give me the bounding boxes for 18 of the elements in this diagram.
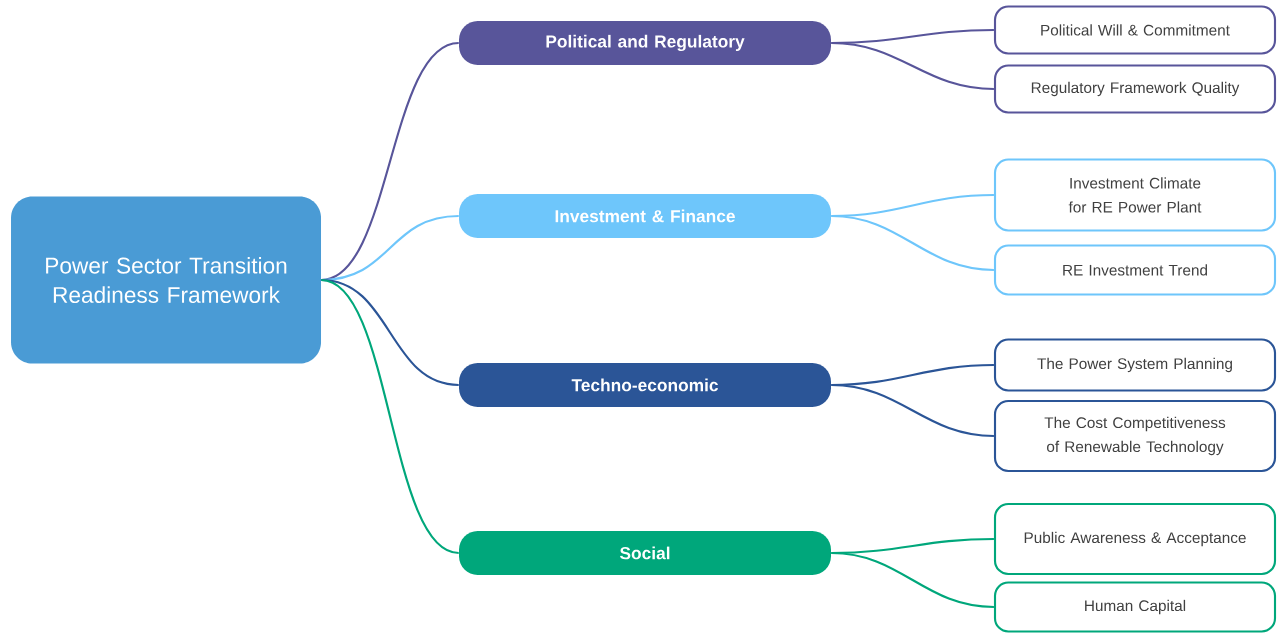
root-box: Power Sector Transition Readiness Framework xyxy=(11,196,321,364)
category-box: Investment & Finance xyxy=(459,194,831,238)
category-box: Techno-economic xyxy=(459,363,831,407)
factor-box: The Power System Planning xyxy=(993,338,1277,392)
factor-box: The Cost Competitiveness of Renewable Technology xyxy=(993,399,1277,473)
connector-curve xyxy=(831,551,994,609)
factor-box: Public Awareness & Acceptance xyxy=(993,502,1277,576)
category-box: Political and Regulatory xyxy=(459,21,831,65)
factor-box: Regulatory Framework Quality xyxy=(993,64,1277,114)
connector-curve xyxy=(831,383,994,438)
connector-curve xyxy=(831,41,994,91)
connector-curve xyxy=(320,278,460,554)
factor-box: Investment Climate for RE Power Plant xyxy=(993,158,1277,232)
category-box: Social xyxy=(459,531,831,575)
connector-curve xyxy=(831,214,994,272)
factor-box: Human Capital xyxy=(993,581,1277,633)
factor-box: Political Will & Commitment xyxy=(993,5,1277,55)
factor-box: RE Investment Trend xyxy=(993,244,1277,296)
